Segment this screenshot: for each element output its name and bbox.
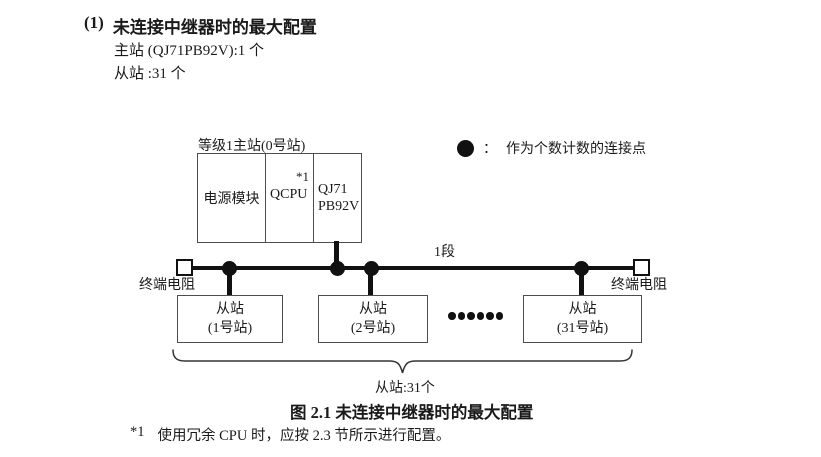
connection-point-dot — [574, 261, 589, 276]
master-station-box: 电源模块 *1 QCPU QJ71 PB92V — [197, 153, 362, 243]
master-drop-line — [334, 241, 339, 268]
cpu-cell: *1 QCPU — [266, 154, 314, 242]
section-number: (1) — [84, 13, 104, 32]
brace — [172, 349, 633, 374]
slave-name: 从站 — [216, 302, 244, 317]
pb92v-cell: QJ71 PB92V — [314, 154, 361, 242]
slave-name: 从站 — [359, 302, 387, 317]
legend-separator: ： — [483, 142, 497, 157]
slave31-drop-line — [579, 268, 584, 296]
slave-station-box-1: 从站 (1号站) — [177, 295, 283, 343]
connection-point-dot — [222, 261, 237, 276]
legend-label: 作为个数计数的连接点 — [506, 142, 646, 157]
slave-number: (1号站) — [207, 321, 253, 336]
brace-label: 从站:31个 — [375, 381, 435, 396]
footnote-marker: *1 — [130, 424, 145, 440]
slave1-drop-line — [227, 268, 232, 296]
terminal-resistor-label-right: 终端电阻 — [611, 278, 667, 293]
bus-line — [184, 266, 642, 270]
cpu-label: QCPU — [270, 187, 308, 202]
slave-number: (2号站) — [350, 321, 396, 336]
slave2-drop-line — [368, 268, 373, 296]
terminal-resistor-label-left: 终端电阻 — [139, 278, 195, 293]
section-title: 未连接中继器时的最大配置 — [112, 18, 317, 37]
footnote-text: 使用冗余 CPU 时，应按 2.3 节所示进行配置。 — [157, 428, 451, 444]
slave-number: (31号站) — [556, 321, 609, 336]
ellipsis-dots — [448, 312, 503, 320]
connection-point-dot — [364, 261, 379, 276]
footnote: *1 使用冗余 CPU 时，应按 2.3 节所示进行配置。 — [130, 424, 450, 445]
master-spec-line: 主站 (QJ71PB92V):1 个 — [114, 43, 265, 59]
power-module-cell: 电源模块 — [198, 154, 266, 242]
slave-station-box-2: 从站 (2号站) — [318, 295, 428, 343]
figure-caption: 图 2.1 未连接中继器时的最大配置 — [290, 403, 534, 422]
pb92v-line2: PB92V — [318, 199, 360, 214]
slave-name: 从站 — [568, 302, 597, 317]
legend: ： 作为个数计数的连接点 — [457, 138, 646, 158]
cpu-footnote-marker: *1 — [296, 169, 309, 184]
master-station-label: 等级1主站(0号站) — [198, 139, 306, 154]
slave-station-box-31: 从站 (31号站) — [523, 295, 642, 343]
section-heading: (1) 未连接中继器时的最大配置 — [84, 13, 317, 38]
segment-label: 1段 — [434, 245, 455, 260]
connection-point-icon — [457, 139, 474, 157]
pb92v-line1: QJ71 — [318, 182, 348, 197]
connection-point-dot — [330, 261, 345, 276]
terminal-resistor-marker-left — [176, 259, 193, 276]
slave-spec-line: 从站 :31 个 — [114, 66, 186, 82]
terminal-resistor-marker-right — [633, 259, 650, 276]
